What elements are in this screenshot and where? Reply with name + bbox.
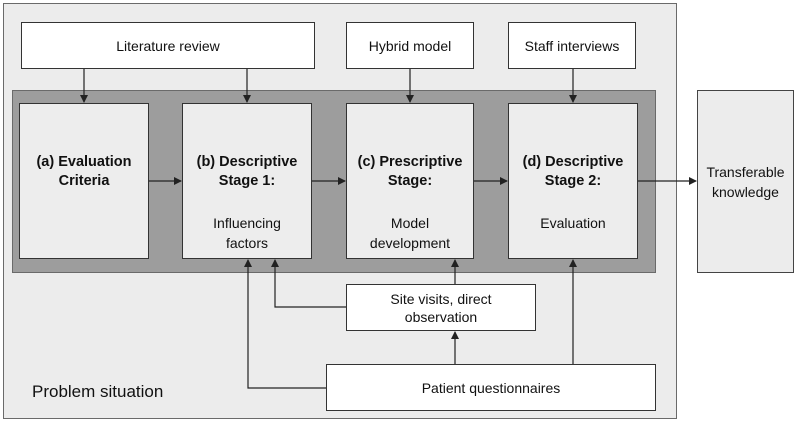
stage-d-subtitle-line-1: Evaluation: [540, 215, 606, 231]
transferable-knowledge-box: Transferable knowledge: [697, 90, 794, 273]
stage-d-box: (d) Descriptive Stage 2: Evaluation: [508, 103, 638, 259]
stage-a-box: (a) Evaluation Criteria: [19, 103, 149, 259]
stage-a-title-line-1: (a) Evaluation: [36, 154, 132, 170]
stage-b-title-line-1: (b) Descriptive: [196, 154, 298, 170]
problem-situation-label: Problem situation: [32, 382, 164, 401]
staff-interviews-label: Staff interviews: [524, 37, 620, 54]
patient-questionnaires-box: Patient questionnaires: [326, 364, 656, 411]
stage-a-title-line-2: Criteria: [58, 173, 110, 189]
stage-c-title-line-1: (c) Prescriptive: [357, 154, 463, 170]
stage-b-subtitle-line-1: Influencing: [213, 215, 281, 231]
stage-d-title-line-2: Stage 2:: [544, 173, 602, 189]
stage-d-title-line-1: (d) Descriptive: [522, 154, 624, 170]
stage-b-subtitle-line-2: factors: [225, 235, 268, 251]
output-line-2: knowledge: [712, 183, 779, 200]
literature-review-label: Literature review: [116, 37, 220, 54]
hybrid-model-label: Hybrid model: [368, 37, 452, 54]
site-visits-line-2: observation: [404, 308, 478, 325]
site-visits-box: Site visits, direct observation: [346, 284, 536, 331]
stage-c-subtitle-line-1: Model: [390, 215, 430, 231]
stage-b-box: (b) Descriptive Stage 1: Influencing fac…: [182, 103, 312, 259]
stage-b-title-line-2: Stage 1:: [218, 173, 276, 189]
staff-interviews-box: Staff interviews: [508, 22, 636, 69]
output-line-1: Transferable: [706, 163, 785, 180]
stage-c-subtitle-line-2: development: [369, 235, 451, 251]
stage-c-title-line-2: Stage:: [387, 173, 433, 189]
stage-c-box: (c) Prescriptive Stage: Model developmen…: [346, 103, 474, 259]
hybrid-model-box: Hybrid model: [346, 22, 474, 69]
patient-questionnaires-label: Patient questionnaires: [421, 379, 561, 396]
site-visits-line-1: Site visits, direct: [390, 290, 492, 307]
literature-review-box: Literature review: [21, 22, 315, 69]
